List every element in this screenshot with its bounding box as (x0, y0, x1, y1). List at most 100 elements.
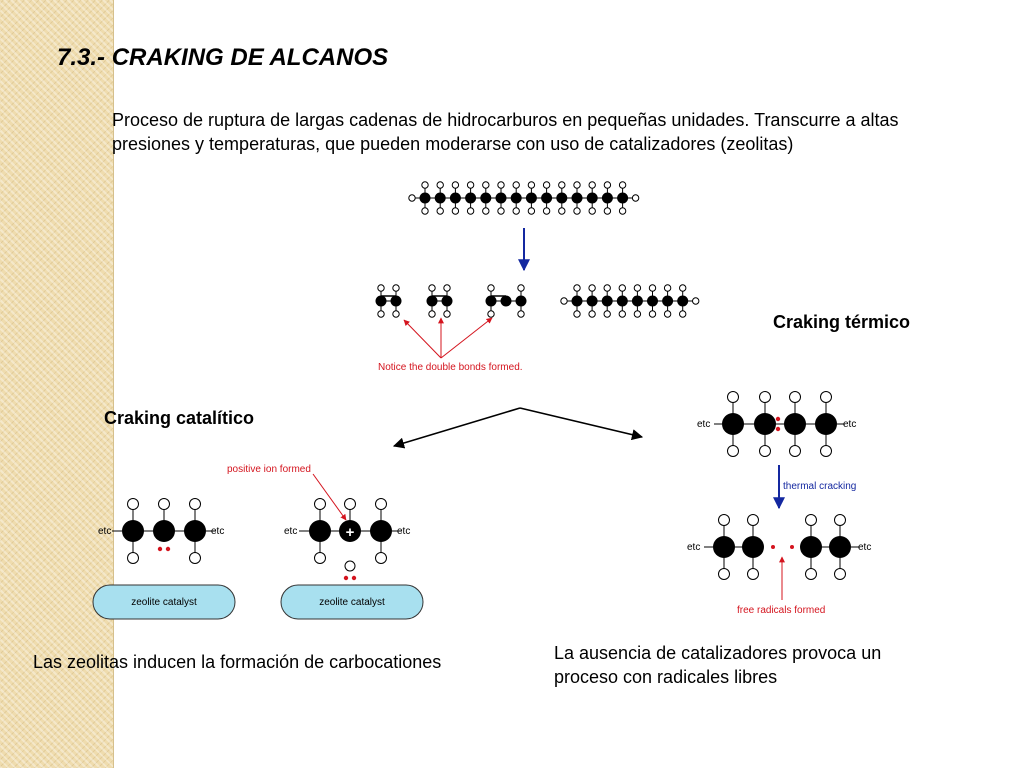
carbon-atom (485, 295, 497, 307)
hydrogen-atom (588, 310, 596, 318)
hydrogen-atom (517, 284, 525, 292)
carbon-atom (525, 192, 537, 204)
hydrogen-atom (436, 181, 444, 189)
hydrogen-atom (560, 297, 568, 305)
radical-dot (771, 545, 775, 549)
carbon-atom (754, 413, 776, 435)
hydrogen-atom (573, 310, 581, 318)
hydrogen-atom (759, 391, 771, 403)
positive-ion-note: positive ion formed (227, 464, 311, 475)
hydrogen-atom (487, 284, 495, 292)
zeolite-catalyst-pill (280, 584, 424, 620)
hydrogen-atom (482, 207, 490, 215)
carbon-atom (631, 295, 643, 307)
hydrogen-atom (482, 181, 490, 189)
hydrogen-atom (421, 207, 429, 215)
radical-dot (790, 545, 794, 549)
hydrogen-atom (633, 284, 642, 292)
hydrogen-atom (789, 445, 801, 457)
etc-label: etc (858, 542, 871, 553)
hydrogen-atom (466, 181, 475, 189)
hydrogen-atom (603, 181, 612, 189)
hydrogen-atom (451, 181, 460, 189)
etc-label: etc (397, 526, 410, 537)
hydrogen-atom (679, 310, 687, 318)
hydrogen-atom (408, 194, 416, 202)
hydrogen-atom (588, 181, 596, 189)
carbon-atom (586, 192, 598, 204)
hydrogen-atom (603, 284, 611, 292)
carbon-atom (465, 192, 477, 204)
hydrogen-atom (558, 181, 566, 189)
hydrogen-atom (718, 514, 730, 526)
hydride-electron (343, 575, 349, 581)
hydrogen-atom (542, 207, 551, 215)
thermal-cracking-label: Craking térmico (773, 312, 911, 332)
branch-arrows (392, 407, 644, 449)
hydrogen-atom (314, 498, 326, 510)
hydrogen-atom (377, 284, 385, 292)
hydrogen-atom (820, 391, 832, 403)
carbon-atom (500, 295, 512, 307)
hydrogen-atom (443, 310, 451, 318)
carbon-atom (480, 192, 492, 204)
zeolite-label: zeolite catalyst (131, 597, 197, 608)
double-bond-arrows (403, 317, 493, 359)
hydrogen-atom (527, 181, 536, 189)
catalytic-cracking-label: Craking catalítico (104, 408, 255, 428)
catalytic-molecule-adsorbed (112, 498, 216, 564)
hydrogen-atom (834, 514, 846, 526)
zeolite-label: zeolite catalyst (319, 597, 385, 608)
hydrogen-atom (392, 310, 400, 318)
thermal-step-label: thermal cracking (783, 481, 856, 492)
hydrogen-atom (517, 310, 525, 318)
hydrogen-atom (428, 284, 436, 292)
long-alkane-chain (408, 181, 640, 215)
hydrogen-atom (344, 498, 356, 510)
carbon-atom (426, 295, 438, 307)
carbon-atom (184, 520, 206, 542)
hydrogen-atom (573, 181, 581, 189)
hydrogen-atom (663, 310, 672, 318)
hydrogen-atom (189, 498, 201, 510)
hydrogen-atom (727, 391, 739, 403)
thermal-electron-pair (775, 416, 781, 432)
carbon-atom (713, 536, 735, 558)
carbon-atom (815, 413, 837, 435)
hydrogen-atom (679, 284, 687, 292)
carbon-atom (677, 295, 689, 307)
hydride-hydrogen (344, 560, 356, 572)
carbon-atom (722, 413, 744, 435)
hydrogen-atom (377, 310, 385, 318)
hydrogen-atom (692, 297, 700, 305)
decorative-side-band (0, 0, 114, 768)
catalytic-caption: Las zeolitas inducen la formación de car… (33, 652, 442, 672)
hydrogen-atom (805, 514, 817, 526)
hydrogen-atom (375, 552, 387, 564)
hydrogen-atom (603, 207, 612, 215)
carbon-atom (647, 295, 658, 307)
hydrogen-atom (618, 310, 626, 318)
thermal-molecule-before (714, 391, 845, 457)
carbon-atom (541, 192, 553, 204)
hydrogen-atom (127, 498, 139, 510)
carbon-atom (339, 520, 361, 542)
positive-ion-arrow (312, 473, 347, 521)
carbon-atom (616, 295, 628, 307)
carbon-atom (800, 536, 822, 558)
hydrogen-atom (631, 194, 640, 202)
free-radicals-note: free radicals formed (737, 605, 825, 616)
cracked-fragments (375, 284, 700, 318)
hydrogen-atom (497, 207, 505, 215)
carbon-atom (434, 192, 446, 204)
hydrogen-atom (392, 284, 400, 292)
hydrogen-atom (820, 445, 832, 457)
hydrogen-atom (834, 568, 846, 580)
carbon-atom (601, 295, 613, 307)
etc-label: etc (284, 526, 297, 537)
hydrogen-atom (314, 552, 326, 564)
carbon-atom (586, 295, 598, 307)
carbon-atom (571, 192, 583, 204)
hydrogen-atom (648, 284, 657, 292)
hydrogen-atom (487, 310, 495, 318)
